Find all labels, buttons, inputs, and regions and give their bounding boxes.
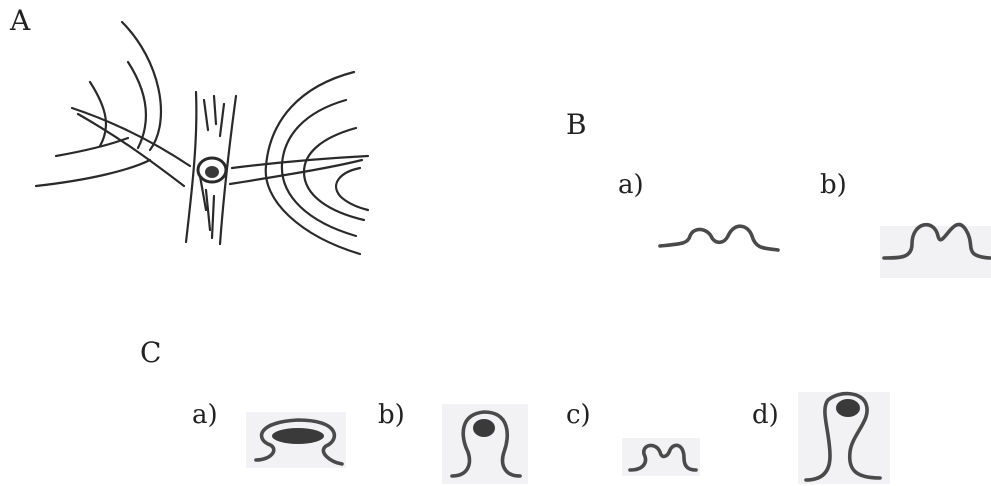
right-arc-4: [336, 168, 368, 210]
shape-b-a: [660, 226, 778, 250]
left-arm-top: [72, 108, 190, 166]
right-arm-top: [232, 156, 368, 168]
trunk-left: [186, 92, 196, 242]
shape-c-b-lesion: [473, 419, 495, 437]
left-arc-4: [56, 138, 128, 156]
panel-c-drawings: [246, 392, 890, 484]
panel-a-drawing: [36, 22, 368, 254]
shape-c-a-lesion: [272, 428, 324, 444]
left-arc-3: [90, 82, 106, 146]
shape-c-b-shade: [442, 404, 528, 484]
panel-b-drawings: [660, 224, 991, 278]
right-arm-bottom: [230, 160, 362, 184]
left-arm-bottom: [78, 114, 184, 186]
shape-c-d-lesion: [836, 399, 860, 417]
left-arc-5: [36, 160, 150, 186]
central-polyp-inner: [205, 166, 219, 178]
